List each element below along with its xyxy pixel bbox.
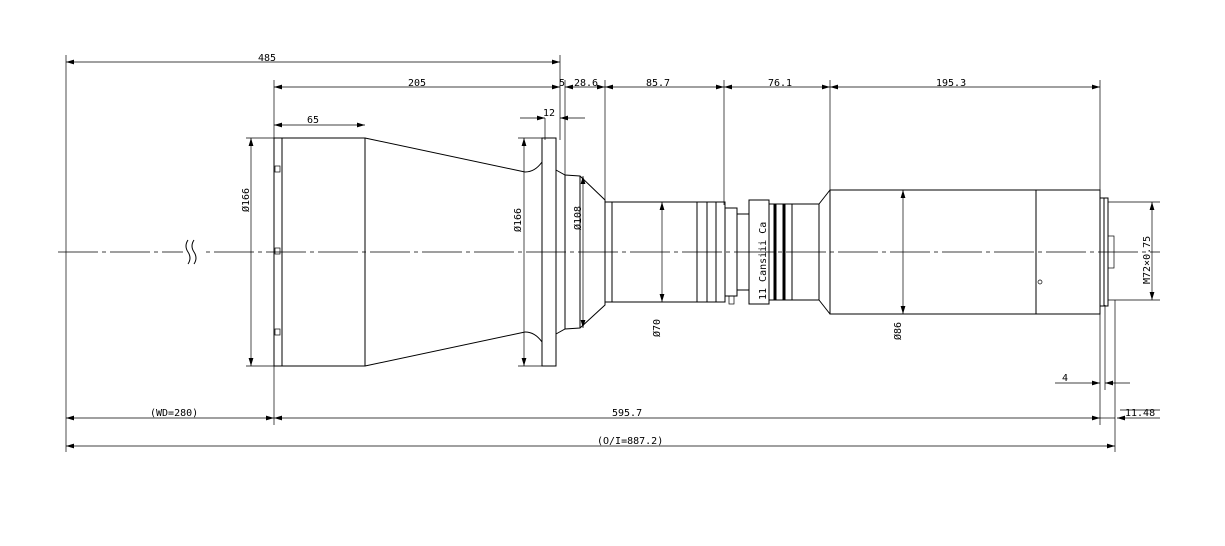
dim-hood-label: 65 [307, 115, 319, 126]
ring-marking: 11 Cansiii Ca [758, 222, 769, 300]
dim-back-focus-label: 11.48 [1125, 408, 1155, 419]
dim-neck-label: 28.6 [574, 78, 598, 89]
dim-rear-body: 195.3 [830, 78, 1100, 90]
extension-lines [65, 55, 1160, 452]
dia-rear-label: Ø86 [892, 322, 904, 340]
dim-rear-body-label: 195.3 [936, 78, 966, 89]
dia-barrel: Ø70 [651, 202, 665, 337]
lens-mount [1099, 197, 1115, 307]
dim-wd-label: (WD=280) [150, 408, 198, 419]
dim-gap5: 5 [559, 78, 565, 89]
lens-hood [273, 137, 366, 367]
dim-coupler-label: 76.1 [768, 78, 792, 89]
dia-mount-thread: M72×0.75 [1142, 202, 1155, 300]
dim-flange-thk-label: 12 [543, 108, 555, 119]
dim-front-group: 205 [274, 78, 560, 90]
dim-lens-len: 595.7 [274, 408, 1100, 421]
lens-coupler: 11 Cansiii Ca [724, 189, 831, 315]
dim-back-focus: 11.48 [1100, 408, 1160, 421]
dim-oi: (O/I=887.2) [66, 436, 1115, 449]
dia-flange: Ø166 [512, 137, 542, 367]
break-symbol-icon [183, 239, 206, 265]
dia-barrel-label: Ø70 [651, 319, 663, 337]
dim-total-top: 485 [66, 53, 560, 65]
dia-hood: Ø166 [240, 137, 274, 367]
dim-barrel-mid: 85.7 [605, 78, 724, 90]
dim-coupler: 76.1 [724, 78, 830, 90]
dim-thread-depth-label: 4 [1062, 373, 1068, 384]
dia-flange-label: Ø166 [512, 208, 524, 232]
dim-barrel-mid-label: 85.7 [646, 78, 670, 89]
dim-hood: 65 [274, 115, 365, 128]
dim-wd: (WD=280) [66, 408, 274, 421]
dim-front-group-label: 205 [408, 78, 426, 89]
dim-lens-len-label: 595.7 [612, 408, 642, 419]
lens-flange [541, 137, 557, 367]
dim-oi-label: (O/I=887.2) [597, 436, 663, 447]
dim-neck: 28.6 [565, 78, 605, 90]
dia-hood-label: Ø166 [240, 188, 252, 212]
dim-thread-depth: 4 [1055, 373, 1130, 386]
dim-total-top-label: 485 [258, 53, 276, 64]
dia-cone: Ø108 [572, 176, 586, 328]
dia-mount-thread-label: M72×0.75 [1142, 236, 1153, 284]
dia-rear: Ø86 [892, 190, 906, 340]
dim-gap5-label: 5 [559, 78, 565, 89]
dia-cone-label: Ø108 [572, 206, 584, 230]
dim-flange-thk: 12 [520, 108, 585, 140]
lens-cone [364, 137, 543, 367]
